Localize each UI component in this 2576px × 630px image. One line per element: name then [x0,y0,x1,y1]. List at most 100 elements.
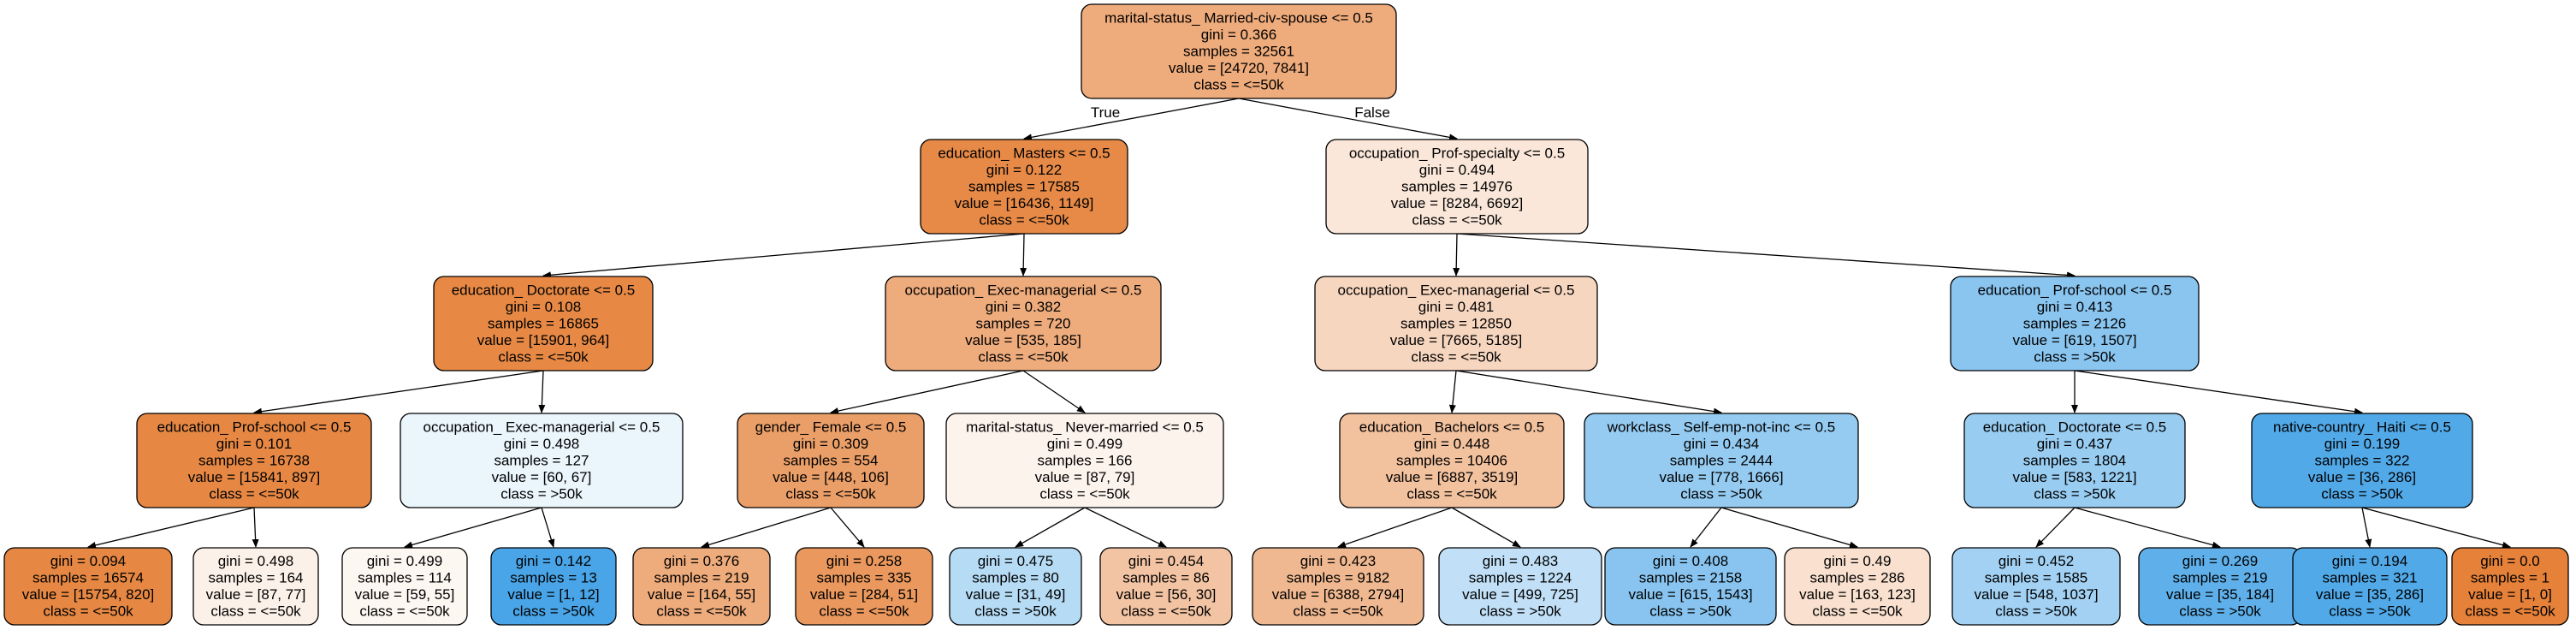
node-box [1314,276,1598,371]
node-line: class = <=50k [1406,485,1497,502]
node-line: value = [163, 123] [1799,586,1916,603]
node-line: class = <=50k [498,348,589,365]
node-line: samples = 166 [1037,452,1132,468]
node-line: class = >50k [1649,603,1732,620]
node-line: class = <=50k [2465,603,2555,620]
node-line: samples = 2158 [1639,570,1743,586]
node-line: gini = 0.499 [367,553,442,569]
node-line: samples = 16738 [198,452,310,468]
node-line: samples = 10406 [1396,452,1507,468]
node-line: class = >50k [974,603,1057,620]
node-box [1950,276,2200,371]
node-line: class = >50k [1995,603,2077,620]
node-line: class = >50k [2034,485,2116,502]
node-line: value = [24720, 7841] [1169,60,1309,76]
true-edge-label: True [1091,104,1120,121]
node-line: class = >50k [2034,348,2116,365]
edge-n10-n22 [1084,507,1167,548]
node-box [2251,413,2473,508]
node-line: class = <=50k [1121,603,1211,620]
node-line: class = >50k [2321,485,2403,502]
node-line: samples = 9182 [1287,570,1390,586]
node-line: gini = 0.423 [1300,553,1376,569]
node-line: marital-status_ Never-married <= 0.5 [966,419,1204,435]
node-line: gini = 0.122 [986,162,1062,178]
edge-n3-n7 [253,370,544,415]
node-box [737,413,925,508]
node-line: education_ Bachelors <= 0.5 [1359,419,1544,435]
edge-n5-n12 [1455,370,1722,415]
node-line: gini = 0.483 [1483,553,1558,569]
edge-n4-n10 [1022,370,1086,413]
edge-n2-n6 [1456,233,2076,279]
edge-n7-n16 [252,507,259,548]
edge-n0-n1 [1023,98,1240,141]
node-line: class = >50k [512,603,595,620]
node-line: samples = 14976 [1401,178,1513,194]
node-line: class = <=50k [656,603,747,620]
node-box [1252,547,1424,626]
node-line: gini = 0.452 [1999,553,2074,569]
node-box [400,413,684,508]
node-line: gini = 0.408 [1653,553,1728,569]
node-line: samples = 12850 [1401,315,1512,331]
node-box [136,413,372,508]
node-line: class = >50k [2329,603,2411,620]
node-line: class = <=50k [1411,348,1501,365]
node-box [1784,547,1931,626]
node-line: samples = 219 [654,570,749,586]
node-box [945,413,1224,508]
edge-n4-n9 [830,370,1024,414]
node-line: education_ Doctorate <= 0.5 [452,282,636,298]
node-line: class = >50k [1680,485,1762,502]
node-line: class = <=50k [1412,211,1502,228]
node-line: gini = 0.194 [2332,553,2407,569]
edges-layer [87,98,2511,549]
edge-n9-n19 [701,507,832,549]
node-line: class = >50k [1479,603,1561,620]
edge-n8-n17 [404,507,542,549]
node-line: value = [15754, 820] [22,586,155,603]
node-line: samples = 322 [2314,452,2409,468]
node-box [1951,547,2121,626]
node-line: samples = 164 [208,570,303,586]
node-line: gini = 0.437 [2037,436,2112,452]
edge-n8-n18 [541,507,555,548]
node-line: value = [16436, 1149] [955,195,1094,211]
node-box [192,547,319,626]
edge-n5-n11 [1448,370,1457,413]
edge-n13-n28 [2074,507,2221,549]
node-box [949,547,1082,626]
node-line: value = [7665, 5185] [1390,332,1523,348]
node-line: gini = 0.094 [50,553,126,569]
node-line: occupation_ Prof-specialty <= 0.5 [1349,145,1565,161]
node-line: occupation_ Exec-managerial <= 0.5 [905,282,1142,298]
node-line: class = <=50k [1812,603,1903,620]
node-line: samples = 86 [1122,570,1210,586]
node-line: gini = 0.49 [1824,553,1892,569]
node-line: samples = 219 [2172,570,2267,586]
node-line: samples = 32561 [1183,43,1294,59]
node-box [1339,413,1565,508]
node-line: samples = 2444 [1670,452,1774,468]
node-line: class = <=50k [978,348,1069,365]
node-line: gini = 0.475 [978,553,1053,569]
node-line: value = [35, 286] [2316,586,2424,603]
node-line: gini = 0.269 [2182,553,2258,569]
node-line: gini = 0.309 [793,436,868,452]
node-line: samples = 720 [975,315,1070,331]
node-box [2292,547,2448,626]
node-box [341,547,468,626]
edge-n11-n23 [1337,507,1453,548]
